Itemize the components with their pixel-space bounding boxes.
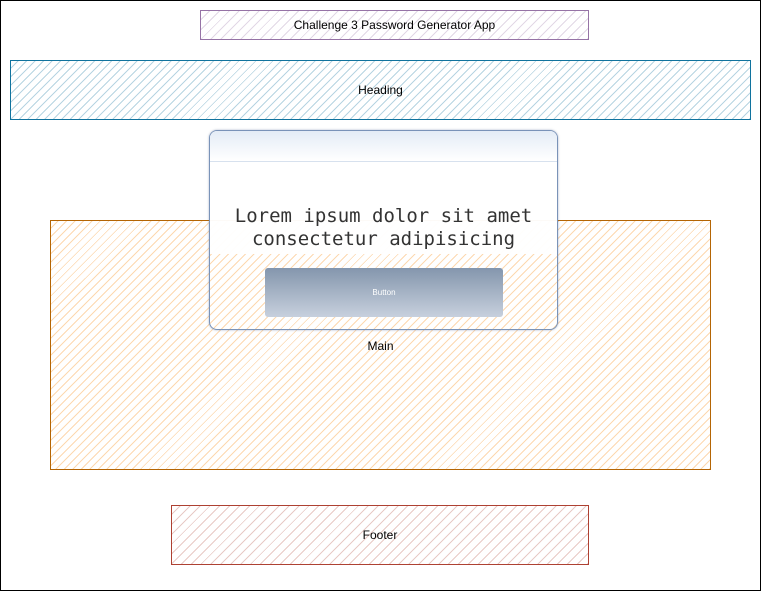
footer-label: Footer	[362, 528, 398, 542]
title-box: Challenge 3 Password Generator App	[200, 10, 589, 40]
main-label: Main	[367, 339, 394, 353]
footer-box: Footer	[171, 505, 589, 565]
card-text-line-2: consectetur adipisicing	[251, 228, 516, 250]
card-header-gloss	[210, 131, 557, 162]
card-text: Lorem ipsum dolor sit amet consectetur a…	[210, 205, 557, 251]
heading-label: Heading	[358, 83, 403, 97]
title-label: Challenge 3 Password Generator App	[293, 18, 496, 32]
generator-card: Lorem ipsum dolor sit amet consectetur a…	[209, 130, 558, 330]
card-text-line-1: Lorem ipsum dolor sit amet	[234, 205, 533, 227]
heading-box: Heading	[10, 60, 751, 120]
generate-button[interactable]: Button	[265, 268, 503, 317]
